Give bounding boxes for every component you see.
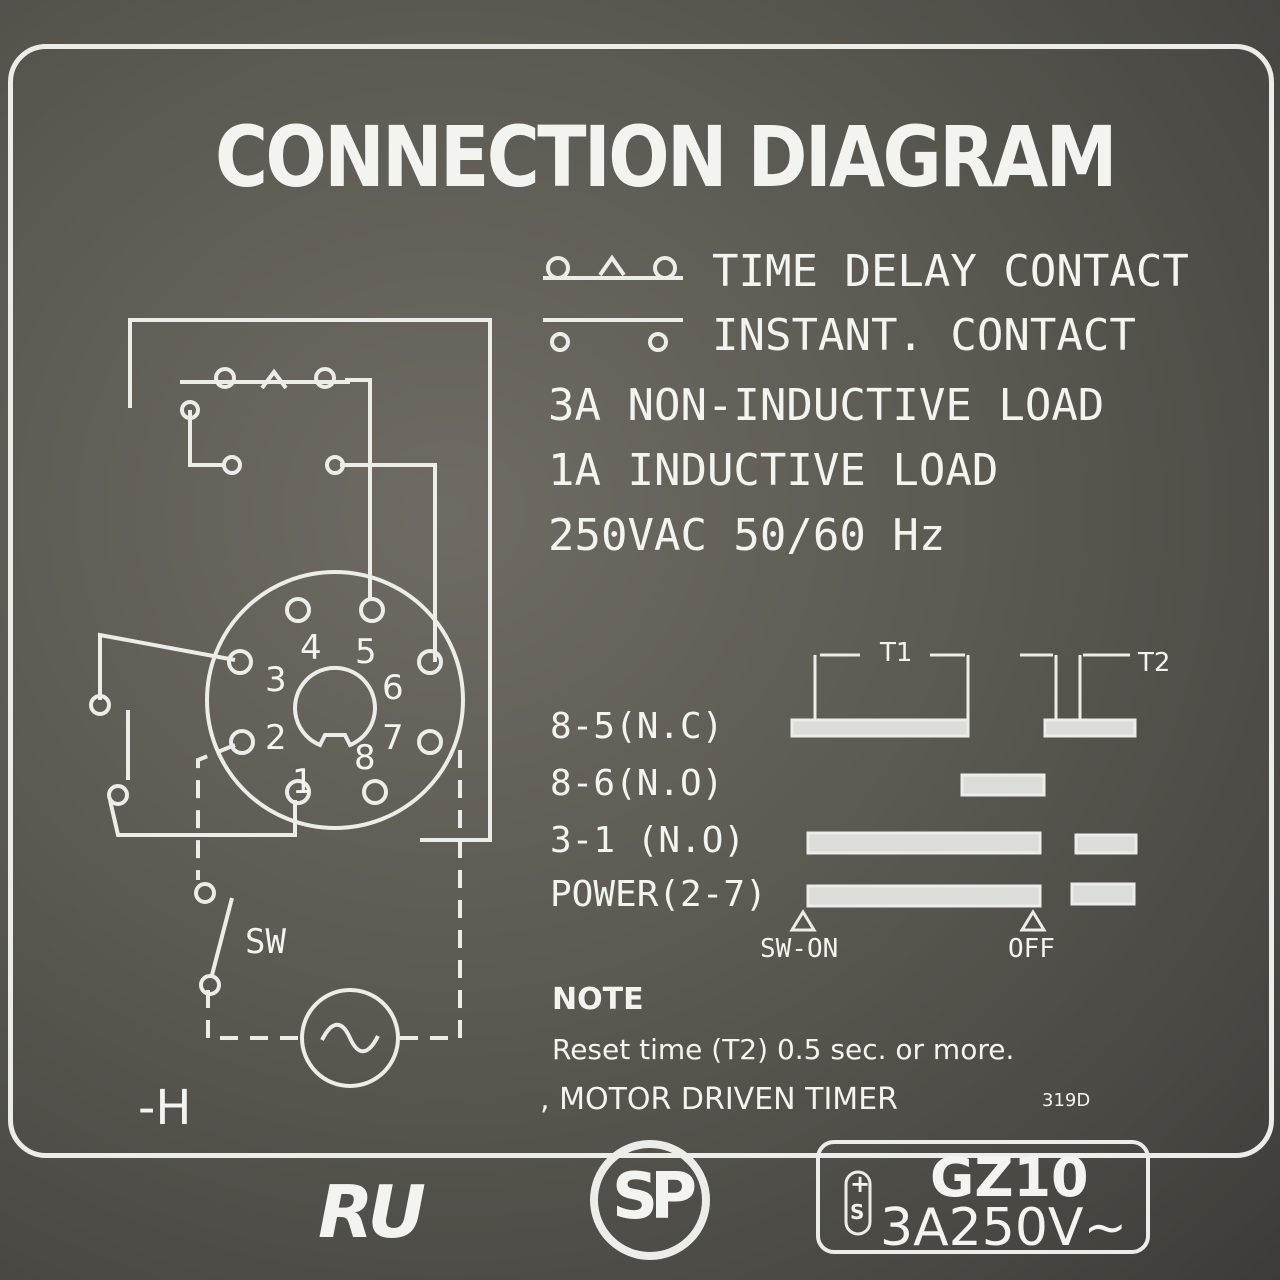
legend-instant-icon: [543, 318, 683, 352]
octal-socket: [205, 570, 465, 830]
rating-line-3: 250VAC 50/60 Hz: [548, 510, 946, 561]
label-panel: [8, 44, 1274, 1158]
note-code: 319D: [1042, 1090, 1091, 1111]
csa-mark-icon: SP: [612, 1160, 697, 1234]
wire-pin6: [340, 463, 437, 662]
timing-row-8-5: 8-5(N.C): [550, 706, 724, 747]
note-heading: NOTE: [552, 982, 644, 1017]
timing-bar-power-a: [806, 884, 1042, 908]
timing-bar-power-b: [1070, 882, 1136, 906]
pin-label-1: 1: [292, 762, 314, 802]
off-marker: [1019, 909, 1047, 932]
wire-top-loop: [128, 318, 492, 842]
legend-instant-label: INSTANT. CONTACT: [712, 310, 1136, 361]
timing-bar-8-5-b: [1043, 718, 1137, 738]
wire-left-tdc: [188, 410, 225, 467]
model-number: GZ10: [930, 1146, 1089, 1209]
rating-line-1: 3A NON-INDUCTIVE LOAD: [548, 380, 1105, 431]
socket-pin-6: [417, 649, 443, 675]
sw-on-marker: [789, 909, 817, 932]
legend-time-delay-icon: [543, 254, 683, 280]
wire-tdc-right: [345, 378, 372, 598]
wire-pin3: [98, 632, 236, 700]
pin-label-7: 7: [382, 718, 404, 758]
timing-row-8-6: 8-6(N.O): [550, 763, 724, 804]
timing-chart: [789, 653, 1138, 932]
switch-symbol: [194, 882, 234, 996]
instant-contact-symbol-diagram: [89, 694, 129, 806]
wire-dashed-right: [400, 740, 462, 1040]
timing-bar-3-1-a: [806, 831, 1042, 855]
csa-ring: [590, 1140, 710, 1260]
sw-on-label: SW-ON: [760, 934, 839, 964]
wire-dashed-bottom: [206, 990, 300, 1040]
ac-source-symbol: [300, 988, 400, 1088]
ul-mark-icon: RU: [318, 1170, 426, 1254]
note-line-2: , MOTOR DRIVEN TIMER: [540, 1082, 898, 1117]
timing-row-3-1: 3-1 (N.O): [550, 820, 746, 861]
rating-line-2: 1A INDUCTIVE LOAD: [548, 445, 999, 496]
timing-bar-3-1-b: [1074, 833, 1138, 855]
model-suffix: -H: [138, 1080, 192, 1136]
page-title: CONNECTION DIAGRAM: [215, 108, 1118, 206]
wire-pin1: [108, 799, 297, 837]
switch-label: SW: [245, 922, 286, 962]
timing-t1-label: T1: [880, 638, 913, 668]
off-label: OFF: [1008, 934, 1055, 964]
model-box-icon-top: +: [850, 1170, 871, 1198]
timing-bar-8-5-a: [790, 718, 970, 738]
model-box-icon-bottom: S: [850, 1200, 865, 1224]
pin-label-2: 2: [265, 718, 287, 758]
note-line-1: Reset time (T2) 0.5 sec. or more.: [552, 1033, 1015, 1066]
legend-time-delay-label: TIME DELAY CONTACT: [712, 246, 1189, 297]
pin-label-5: 5: [355, 632, 377, 672]
timing-bar-8-6: [960, 773, 1046, 797]
timing-t2-label: T2: [1138, 648, 1171, 678]
socket-pin-2: [229, 729, 255, 755]
socket-pin-3: [227, 649, 253, 675]
model-rating: 3A250V~: [880, 1198, 1128, 1258]
socket-pin-1: [285, 779, 311, 805]
socket-pin-4: [285, 597, 311, 623]
pin-label-3: 3: [265, 660, 287, 700]
model-box: [816, 1140, 1150, 1254]
socket-pin-5: [359, 597, 385, 623]
time-delay-contact-symbol-diagram: [180, 367, 350, 475]
socket-pin-7: [417, 729, 443, 755]
timing-row-power: POWER(2-7): [550, 874, 767, 915]
wire-dashed-left: [196, 743, 236, 880]
pin-label-8: 8: [354, 738, 376, 778]
pin-label-6: 6: [382, 668, 404, 708]
socket-pin-8: [362, 779, 388, 805]
pin-label-4: 4: [300, 628, 322, 668]
